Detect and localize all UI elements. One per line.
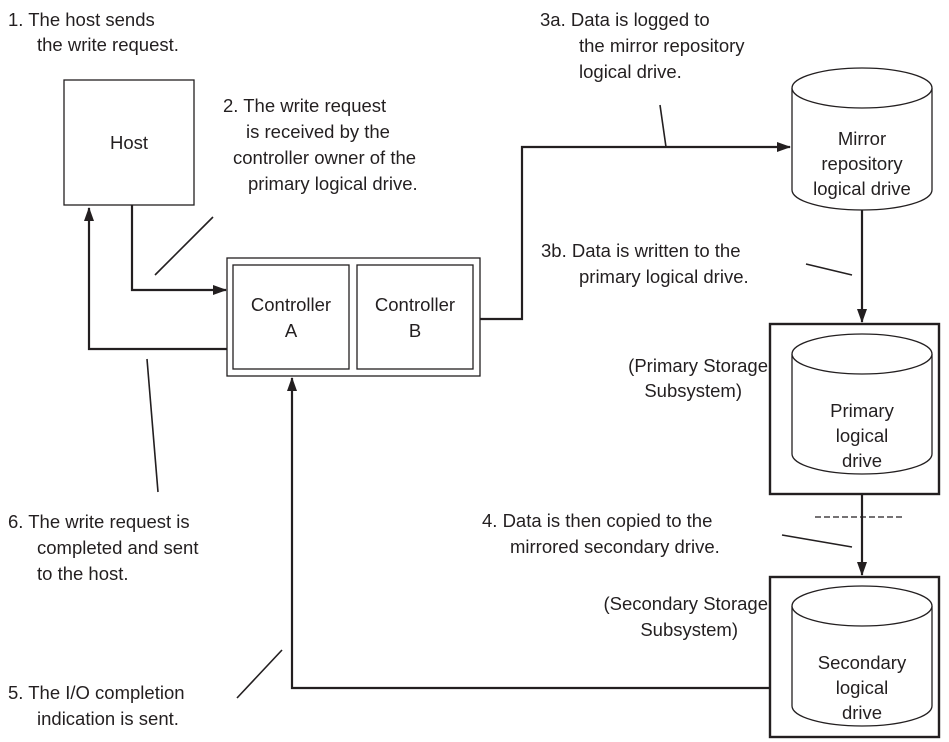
step2-label: 2. The write request is received by the … [223, 95, 418, 194]
step3a-label: 3a. Data is logged to the mirror reposit… [540, 9, 745, 82]
controller-a-label-line: Controller [251, 294, 331, 315]
step3a-leader-line [659, 104, 667, 148]
primary-label-line: Primary [830, 400, 894, 421]
controller-b-label-line: Controller [375, 294, 455, 315]
step1-line: 1. The host sends [8, 9, 155, 30]
step3a-line: 3a. Data is logged to [540, 9, 710, 30]
secondary-subsystem-label-line: (Secondary Storage [603, 593, 768, 614]
step3b-label: 3b. Data is written to the primary logic… [541, 240, 749, 287]
mirror-label-line: repository [821, 153, 903, 174]
secondary-label-line: drive [842, 702, 882, 723]
primary-subsystem-label-line: (Primary Storage [628, 355, 768, 376]
mirror-label-line: Mirror [838, 128, 886, 149]
step6-leader-line [146, 358, 159, 493]
host-box [63, 79, 195, 206]
secondary-subsystem-label-line: Subsystem) [640, 619, 738, 640]
controller-a-label-line: A [285, 320, 298, 341]
primary-label-line: logical [836, 425, 888, 446]
step3b-leader-line [805, 263, 853, 276]
step2-line: 2. The write request [223, 95, 386, 116]
step1-line: the write request. [37, 34, 179, 55]
controller-b-label-line: B [409, 320, 421, 341]
step4-label: 4. Data is then copied to the mirrored s… [482, 510, 720, 557]
controller-a-box [232, 264, 350, 370]
step6-line: completed and sent [37, 537, 198, 558]
step5-leader-line [236, 649, 283, 699]
step6-label: 6. The write request is completed and se… [8, 511, 198, 584]
primary-label-line: drive [842, 450, 882, 471]
step6-line: to the host. [37, 563, 129, 584]
primary-drive-cylinder [791, 333, 933, 475]
secondary-to-controller-arrow [287, 377, 770, 690]
step2-line: controller owner of the [233, 147, 416, 168]
controller-b-box [356, 264, 474, 370]
controller-to-mirror-arrow [480, 142, 791, 321]
step4-line: mirrored secondary drive. [510, 536, 720, 557]
step2-line: is received by the [246, 121, 390, 142]
secondary-label-line: logical [836, 677, 888, 698]
step1-label: 1. The host sends the write request. [8, 9, 179, 55]
mirror-repository-cylinder [791, 67, 933, 211]
step4-leader-line [781, 534, 853, 548]
host-label: Host [110, 132, 148, 153]
controller-to-host-arrow [84, 207, 227, 351]
step5-line: indication is sent. [37, 708, 179, 729]
step3a-line: logical drive. [579, 61, 682, 82]
mirror-label-line: logical drive [813, 178, 911, 199]
step3b-line: 3b. Data is written to the [541, 240, 741, 261]
step5-line: 5. The I/O completion [8, 682, 185, 703]
step6-line: 6. The write request is [8, 511, 190, 532]
step3a-line: the mirror repository [579, 35, 745, 56]
step2-leader-line [154, 216, 214, 276]
secondary-label-line: Secondary [818, 652, 907, 673]
step3b-line: primary logical drive. [579, 266, 749, 287]
primary-subsystem-label-line: Subsystem) [644, 380, 742, 401]
step2-line: primary logical drive. [248, 173, 418, 194]
step5-label: 5. The I/O completion indication is sent… [8, 682, 185, 729]
step4-line: 4. Data is then copied to the [482, 510, 712, 531]
secondary-drive-cylinder [791, 585, 933, 727]
host-to-controller-arrow [130, 205, 227, 295]
